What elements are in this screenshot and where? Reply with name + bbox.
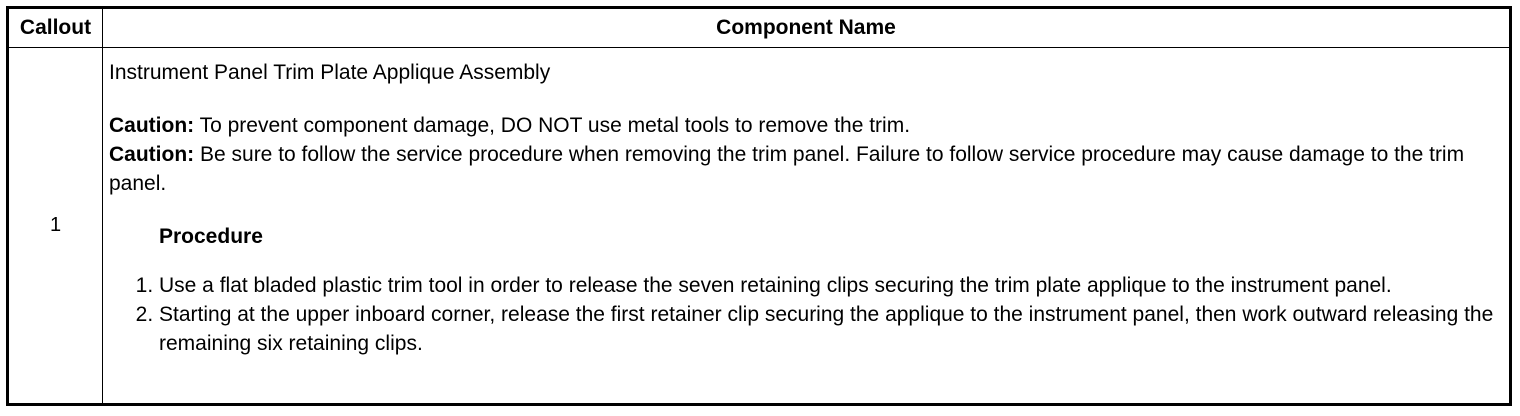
procedure-heading: Procedure — [159, 225, 263, 248]
caution-text: Be sure to follow the service procedure … — [109, 143, 1465, 195]
procedure-step: Starting at the upper inboard corner, re… — [159, 300, 1501, 358]
component-description: Instrument Panel Trim Plate Applique Ass… — [102, 47, 1511, 405]
caution-note: Caution: Be sure to follow the service p… — [109, 140, 1501, 198]
procedure-steps: Use a flat bladed plastic trim tool in o… — [109, 271, 1501, 358]
procedure-step: Use a flat bladed plastic trim tool in o… — [159, 271, 1501, 300]
callout-header: Callout — [7, 7, 103, 48]
caution-label: Caution: — [109, 143, 195, 166]
caution-note: Caution: To prevent component damage, DO… — [109, 111, 1501, 140]
caution-text: To prevent component damage, DO NOT use … — [194, 114, 911, 137]
component-name-header: Component Name — [102, 7, 1511, 48]
header-row: Callout Component Name — [7, 7, 1511, 48]
table-row: 1 Instrument Panel Trim Plate Applique A… — [7, 47, 1511, 405]
component-table: Callout Component Name 1 Instrument Pane… — [6, 6, 1512, 406]
callout-number: 1 — [7, 47, 103, 405]
caution-label: Caution: — [109, 114, 195, 137]
component-name: Instrument Panel Trim Plate Applique Ass… — [109, 61, 551, 84]
